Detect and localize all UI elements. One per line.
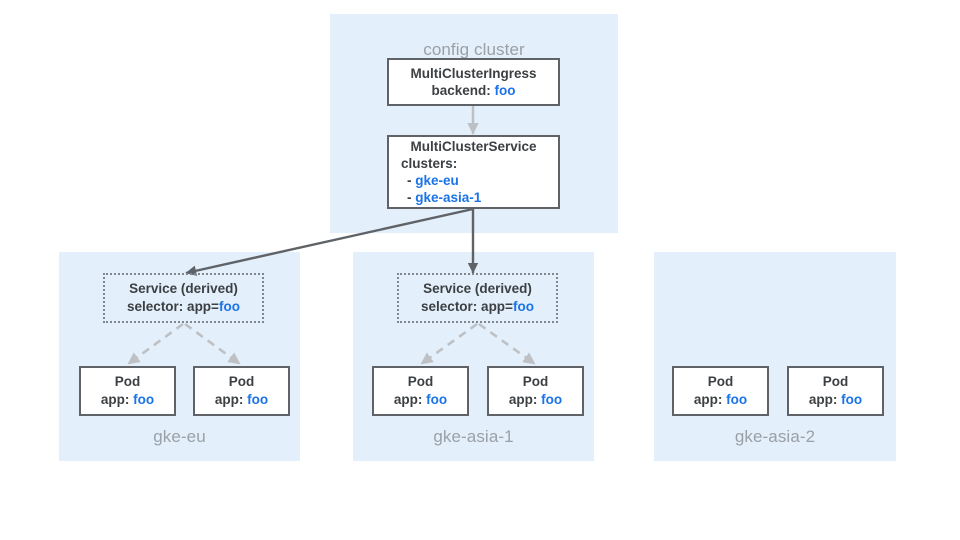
pod-app-value: foo — [541, 392, 563, 407]
pod-app-value: foo — [726, 392, 748, 407]
pod-app-value: foo — [133, 392, 155, 407]
pod-app-key: app: — [214, 392, 248, 407]
pod-app-line: app: foo — [509, 391, 562, 409]
mcs-title: MultiClusterService — [410, 139, 537, 154]
pod-box: Pod app: foo — [193, 366, 290, 416]
pod-box: Pod app: foo — [487, 366, 584, 416]
derived-service-title-gke-eu: Service (derived) — [129, 281, 238, 296]
derived-service-title-gke-asia-1: Service (derived) — [423, 281, 532, 296]
multi-cluster-ingress-box: MultiClusterIngress backend: foo — [387, 58, 560, 106]
pod-box: Pod app: foo — [672, 366, 769, 416]
mcs-cluster-dash-2: - — [407, 190, 416, 205]
derived-service-box-gke-asia-1: Service (derived) selector: app=foo — [397, 273, 558, 323]
pod-title: Pod — [228, 374, 255, 389]
cluster-label-gke-asia-1: gke-asia-1 — [433, 427, 514, 446]
pod-app-key: app: — [508, 392, 542, 407]
pod-title: Pod — [822, 374, 849, 389]
mci-backend-value: foo — [494, 83, 516, 98]
cluster-label-gke-eu: gke-eu — [153, 427, 206, 446]
mci-title: MultiClusterIngress — [410, 66, 537, 81]
multi-cluster-service-box: MultiClusterService clusters: - gke-eu -… — [387, 135, 560, 209]
mcs-cluster-item-gke-asia-1: - gke-asia-1 — [389, 189, 558, 206]
pod-app-line: app: foo — [809, 391, 862, 409]
mcs-cluster-name-1: gke-eu — [415, 173, 459, 188]
pod-box: Pod app: foo — [787, 366, 884, 416]
pod-app-value: foo — [247, 392, 269, 407]
mci-backend-key: backend: — [431, 83, 495, 98]
pod-title: Pod — [707, 374, 734, 389]
pod-app-key: app: — [393, 392, 427, 407]
pod-box: Pod app: foo — [372, 366, 469, 416]
derived-service-selector-key-gke-asia-1: selector: app= — [421, 299, 513, 314]
pod-app-value: foo — [426, 392, 448, 407]
pod-app-line: app: foo — [215, 391, 268, 409]
derived-service-selector-key-gke-eu: selector: app= — [127, 299, 219, 314]
pod-app-line: app: foo — [101, 391, 154, 409]
mcs-cluster-dash-1: - — [407, 173, 416, 188]
derived-service-selector-value-gke-asia-1: foo — [512, 299, 534, 314]
pod-title: Pod — [114, 374, 141, 389]
mcs-cluster-item-gke-eu: - gke-eu — [389, 172, 558, 189]
mcs-clusters-key: clusters: — [401, 156, 458, 171]
pod-app-key: app: — [693, 392, 727, 407]
cluster-label-gke-asia-2: gke-asia-2 — [734, 427, 816, 446]
pod-app-value: foo — [841, 392, 863, 407]
pod-box: Pod app: foo — [79, 366, 176, 416]
derived-service-selector-value-gke-eu: foo — [218, 299, 240, 314]
mci-backend-line: backend: foo — [389, 82, 558, 99]
pod-app-line: app: foo — [394, 391, 447, 409]
pod-app-key: app: — [808, 392, 842, 407]
cluster-panel-gke-asia-2: gke-asia-2 — [654, 252, 896, 461]
cluster-panel-gke-asia-1: gke-asia-1 — [353, 252, 594, 461]
pod-app-key: app: — [100, 392, 134, 407]
derived-service-box-gke-eu: Service (derived) selector: app=foo — [103, 273, 264, 323]
config-cluster-label: config cluster — [423, 40, 525, 59]
derived-service-selector-gke-asia-1: selector: app=foo — [399, 298, 556, 316]
pod-app-line: app: foo — [694, 391, 747, 409]
pod-title: Pod — [522, 374, 549, 389]
mcs-cluster-name-2: gke-asia-1 — [415, 190, 482, 205]
pod-title: Pod — [407, 374, 434, 389]
derived-service-selector-gke-eu: selector: app=foo — [105, 298, 262, 316]
